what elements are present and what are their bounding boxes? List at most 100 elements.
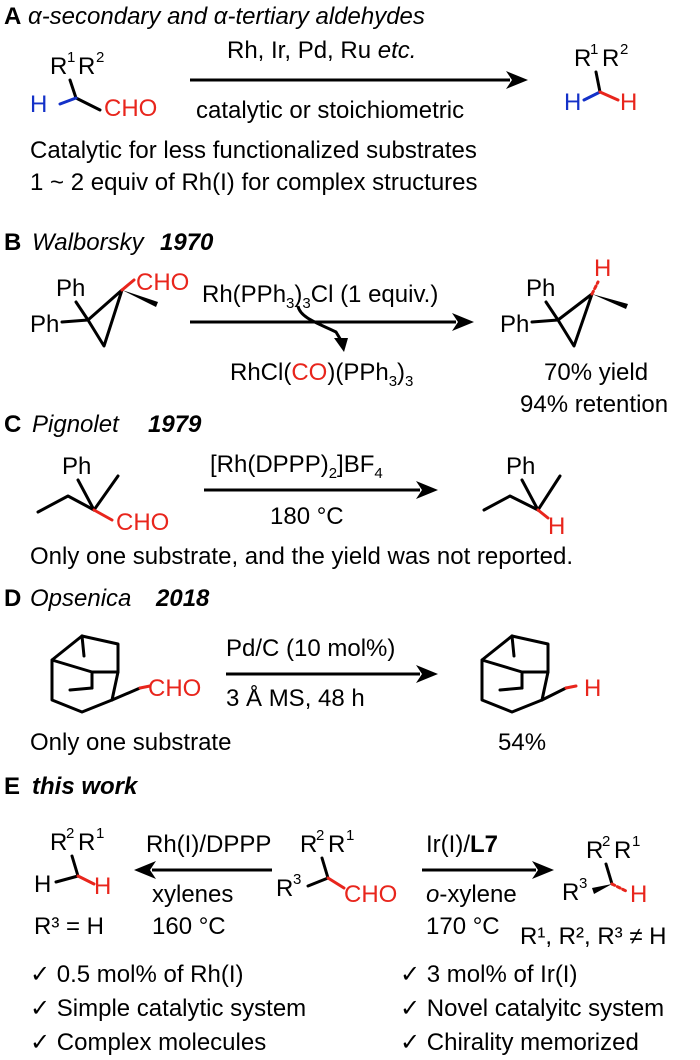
label-r1: R (78, 829, 95, 856)
label-r2: R (300, 831, 317, 858)
bond (594, 70, 602, 94)
left-note-e: R³ = H (34, 913, 104, 940)
section-b-letter: B (4, 229, 21, 256)
reagent-d: Pd/C (10 mol%) (226, 635, 395, 662)
label-r1: R (328, 831, 345, 858)
label-r2: R (50, 829, 67, 856)
label-sup-1: 1 (632, 833, 640, 850)
bond (36, 494, 96, 514)
bond (54, 874, 80, 884)
note-a-1: Catalytic for less functionalized substr… (30, 137, 477, 164)
hash-bond-h (610, 882, 630, 894)
bond (68, 78, 102, 112)
hash-bond-h (590, 280, 600, 296)
label-ph: Ph (500, 311, 529, 338)
bond (480, 634, 544, 714)
right-point-2: ✓ Novel catalyitc system (400, 995, 664, 1022)
label-r2: R (602, 45, 619, 72)
section-b-substrate: Ph Ph CHO (30, 269, 189, 348)
wedge-bond (592, 294, 628, 309)
label-sup-2: 2 (96, 49, 104, 66)
bond (320, 856, 330, 880)
bond (70, 854, 80, 878)
label-h-blue: H (30, 91, 47, 118)
right-point-1: ✓ 3 mol% of Ir(I) (400, 961, 577, 988)
label-r3: R (276, 875, 293, 902)
bond (480, 658, 550, 674)
bond (80, 634, 120, 702)
bond-h (58, 96, 78, 106)
label-ph: Ph (56, 275, 85, 302)
label-cho: CHO (104, 95, 157, 122)
condition-d: 3 Å MS, 48 h (226, 684, 365, 712)
right-point-3: ✓ Chirality memorized (400, 1029, 639, 1056)
label-sup-3: 3 (579, 875, 587, 892)
label-h-blue: H (564, 89, 581, 116)
section-b: B Walborsky 1970 Ph Ph CHO Rh(PPh3)3Cl (… (4, 229, 668, 418)
section-a: A α-secondary and α-tertiary aldehydes R… (4, 3, 637, 196)
section-a-title: α-secondary and α-tertiary aldehydes (28, 3, 425, 30)
bond (604, 862, 614, 886)
bond (68, 686, 94, 692)
reagent-bottom: catalytic or stoichiometric (196, 97, 464, 124)
label-ph: Ph (62, 453, 91, 480)
label-sup-2: 2 (316, 827, 324, 844)
bond-cho (326, 876, 346, 890)
label-sup-1: 1 (96, 825, 104, 842)
label-sup-3: 3 (293, 871, 301, 888)
bond-cho (92, 508, 114, 522)
label-ph: Ph (506, 453, 535, 480)
label-h: H (34, 871, 51, 898)
right-note-e: R¹, R², R³ ≠ H (520, 923, 666, 950)
section-c-year: 1979 (148, 411, 202, 438)
bond (80, 634, 86, 658)
section-c-author: Pignolet (32, 411, 120, 438)
label-h-red: H (594, 255, 611, 282)
label-h-red: H (584, 675, 601, 702)
section-a-letter: A (4, 3, 21, 30)
retention-b: 94% retention (520, 391, 668, 418)
right-reagent-e: Ir(I)/L7 (426, 831, 498, 858)
left-point-1: ✓ 0.5 mol% of Rh(I) (30, 961, 244, 988)
section-c-product: Ph H (482, 453, 565, 540)
cyclopropane-ring (556, 292, 594, 348)
adamantane-substrate: CHO (50, 634, 201, 714)
label-h-red: H (548, 513, 565, 540)
left-reagent-e: Rh(I)/DPPP (146, 831, 271, 858)
label-sup-1: 1 (590, 41, 598, 58)
bond (74, 300, 90, 322)
arrow-head (452, 313, 474, 331)
label-r2: R (586, 837, 603, 864)
section-c-letter: C (4, 411, 21, 438)
note-c: Only one substrate, and the yield was no… (30, 543, 573, 570)
section-b-author: Walborsky (32, 229, 146, 256)
adamantane-product: H (480, 634, 601, 714)
section-e-letter: E (4, 773, 20, 800)
section-d-year: 2018 (155, 585, 210, 612)
bond (544, 300, 560, 322)
section-e-right-product: R 2 R 1 R 3 H (562, 833, 647, 908)
bond (520, 478, 540, 512)
bond (50, 658, 120, 674)
bond (540, 686, 568, 702)
bond (498, 686, 524, 692)
right-cond-e-2: 170 °C (426, 913, 500, 940)
label-h-red: H (630, 881, 647, 908)
bond-h (564, 684, 578, 690)
bond-cho (120, 278, 136, 292)
section-e-title: this work (32, 773, 139, 800)
arrow-head (416, 665, 438, 683)
label-h-red: H (94, 873, 111, 900)
note-a-2: 1 ~ 2 equiv of Rh(I) for complex structu… (30, 169, 478, 196)
bond (510, 634, 516, 658)
cyclopropane-ring (86, 288, 124, 348)
label-ph: Ph (526, 275, 555, 302)
bond (482, 494, 540, 512)
label-r1: R (50, 53, 67, 80)
section-c: C Pignolet 1979 Ph CHO [Rh(DPPP)2]BF4 18… (4, 411, 573, 570)
label-sup-1: 1 (67, 49, 75, 66)
left-cond-e-1: xylenes (152, 881, 233, 908)
label-sup-1: 1 (346, 827, 354, 844)
label-ph: Ph (30, 311, 59, 338)
byproduct-b: RhCl(CO)(PPh3)3 (230, 359, 413, 390)
